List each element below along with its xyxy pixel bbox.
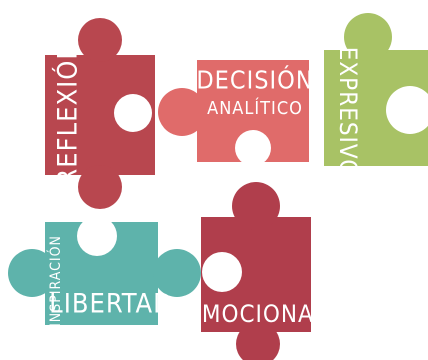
label-emocional: EMOCIONAL — [187, 300, 327, 328]
puzzle-piece-decision — [158, 60, 309, 166]
label-expresivo: EXPRESIVO — [334, 46, 362, 178]
puzzle-piece-emocional — [201, 182, 311, 360]
label-reflexion: REFLEXIÓN — [52, 40, 84, 186]
puzzle-piece-expresivo — [324, 13, 428, 166]
label-decision: DECISIÓN — [196, 65, 314, 95]
puzzle-piece-libertad — [8, 216, 201, 325]
label-libertad: LIBERTAD — [49, 288, 173, 320]
puzzle-piece-reflexion — [45, 18, 155, 209]
label-analitico: ANALÍTICO — [207, 98, 303, 119]
